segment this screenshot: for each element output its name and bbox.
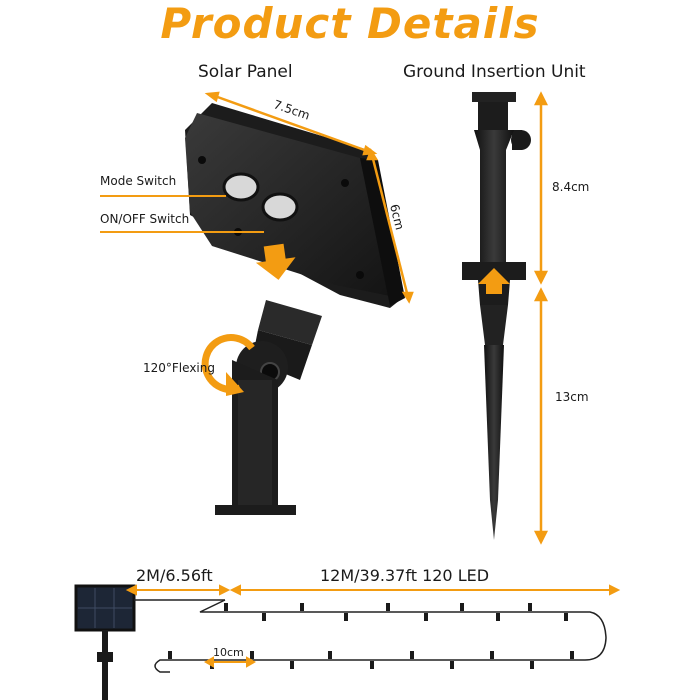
led-bulb	[528, 603, 532, 611]
flex-angle-label: 120°Flexing	[143, 361, 215, 375]
led-bulb	[570, 651, 574, 659]
upper-length-dimension	[533, 91, 549, 285]
upper-length-label: 8.4cm	[552, 180, 590, 194]
led-bulb	[496, 613, 500, 621]
led-bulb	[262, 613, 266, 621]
led-string-wire	[154, 599, 607, 673]
bulb-spacing-label: 10cm	[213, 646, 244, 659]
ground-unit-heading: Ground Insertion Unit	[403, 62, 586, 82]
led-bulb	[328, 651, 332, 659]
led-bulb	[370, 661, 374, 669]
lower-length-label: 13cm	[555, 390, 589, 404]
solar-panel-image	[185, 103, 405, 308]
led-bulb	[224, 603, 228, 611]
led-bulb	[386, 603, 390, 611]
lower-length-dimension	[533, 287, 549, 545]
lead-length-label: 2M/6.56ft	[136, 566, 213, 585]
led-bulb	[300, 603, 304, 611]
led-bulbs	[168, 603, 574, 669]
solar-panel-heading: Solar Panel	[198, 62, 293, 82]
solar-mini-panel	[74, 584, 136, 700]
bracket-stand-image	[201, 300, 322, 515]
led-bulb	[250, 651, 254, 659]
bulb-spacing-dimension	[203, 656, 257, 668]
string-length-dimension	[229, 584, 621, 596]
led-bulb	[564, 613, 568, 621]
led-bulb	[490, 651, 494, 659]
led-bulb	[344, 613, 348, 621]
led-bulb	[424, 613, 428, 621]
mode-switch-label: Mode Switch	[100, 174, 177, 188]
led-bulb	[290, 661, 294, 669]
lead-length-dimension	[125, 584, 231, 596]
led-bulb	[168, 651, 172, 659]
onoff-switch-label: ON/OFF Switch	[100, 212, 190, 226]
string-length-label: 12M/39.37ft 120 LED	[320, 566, 490, 585]
led-bulb	[450, 661, 454, 669]
panel-height-dimension	[366, 148, 414, 304]
led-bulb	[530, 661, 534, 669]
page-title: Product Details	[160, 0, 540, 48]
led-bulb	[410, 651, 414, 659]
ground-stake-image	[462, 92, 531, 540]
led-bulb	[460, 603, 464, 611]
